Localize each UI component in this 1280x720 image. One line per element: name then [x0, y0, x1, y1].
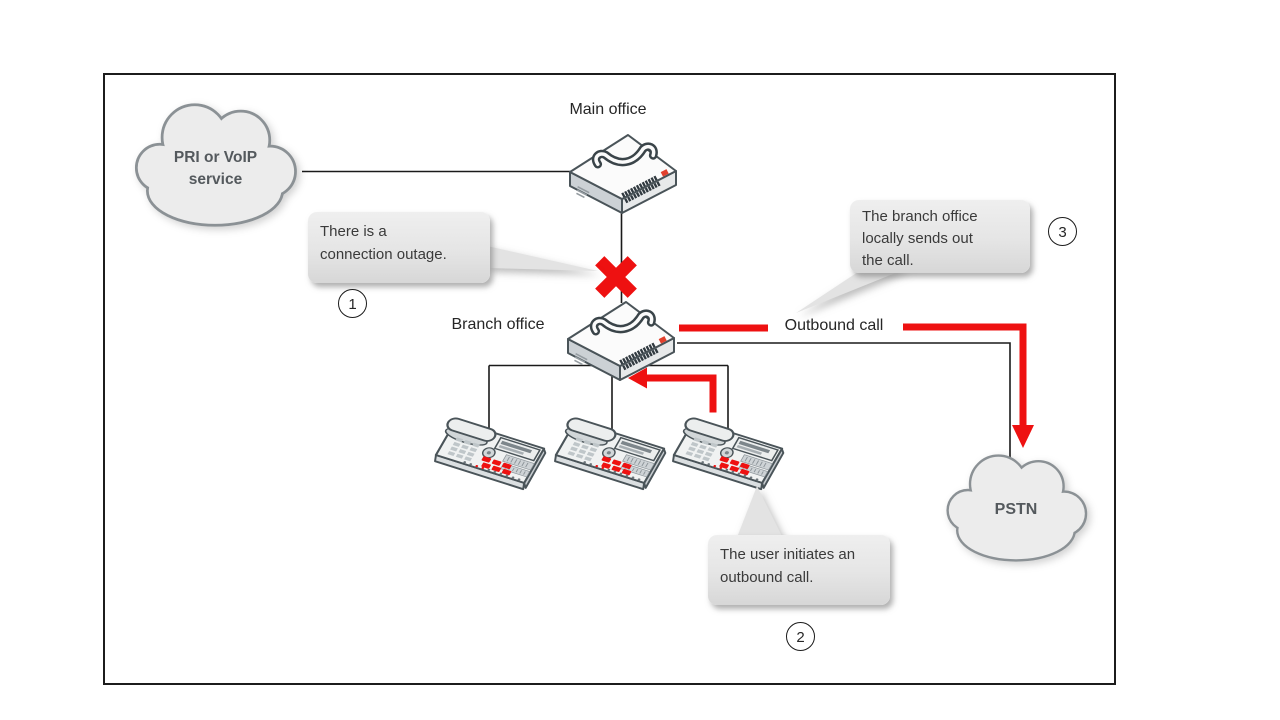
branch-to-pstn-line: [677, 342, 1011, 458]
connection-outage-x-icon: [595, 256, 637, 298]
outbound-call-arrow: [679, 323, 1034, 448]
step-badge-1: 1: [338, 289, 367, 318]
callout-sendout: The branch office locally sends out the …: [850, 200, 1030, 273]
callout-outage: There is a connection outage.: [308, 212, 490, 283]
callout-outage-tail: [487, 246, 598, 271]
callout-initiate-tail: [736, 486, 784, 540]
outbound-call-label: Outbound call: [784, 317, 884, 334]
callout-initiate: The user initiates an outbound call.: [708, 535, 890, 605]
callout-sendout-tail: [796, 268, 908, 313]
step-badge-3: 3: [1048, 217, 1077, 246]
phone-to-branch-arrow: [628, 367, 717, 413]
branch-office-label: Branch office: [451, 316, 545, 333]
step-badge-2: 2: [786, 622, 815, 651]
pri-cloud-label: PRI or VoIP service: [173, 149, 258, 188]
slide-border: [103, 73, 1116, 685]
pstn-cloud-label: PSTN: [994, 501, 1038, 518]
main-office-label: Main office: [569, 101, 647, 118]
